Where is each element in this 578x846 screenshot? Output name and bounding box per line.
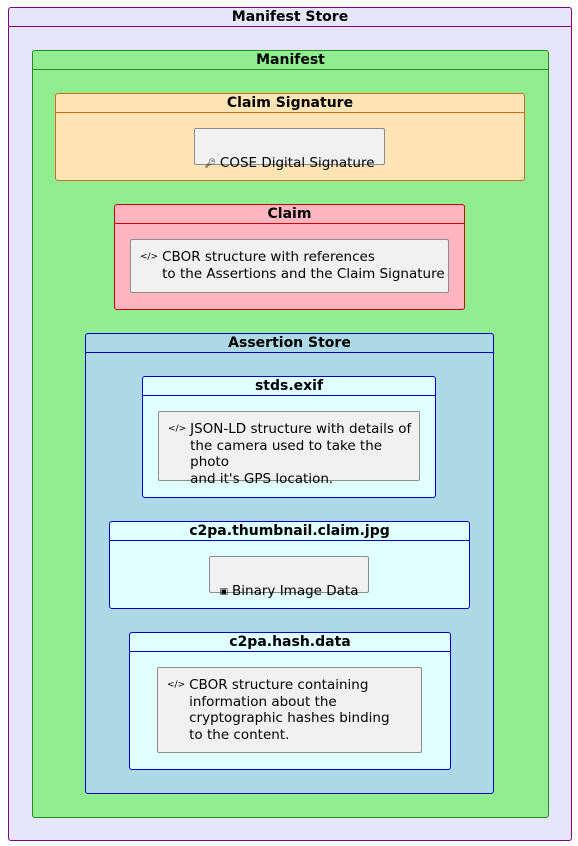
hash-data-title: c2pa.hash.data [130, 633, 450, 652]
code-icon: </> [167, 680, 186, 690]
claim-note-text: CBOR structure with references to the As… [162, 249, 445, 282]
assertion-store-title: Assertion Store [86, 334, 493, 353]
claim-note: </>CBOR structure with references to the… [130, 239, 449, 293]
code-icon: </> [140, 252, 159, 262]
stds-exif-note-text: JSON-LD structure with details of the ca… [190, 421, 412, 487]
stds-exif-title: stds.exif [143, 377, 435, 396]
hash-data-note-text: CBOR structure containing information ab… [189, 677, 390, 743]
image-icon: ▣ [219, 586, 229, 597]
claim-signature-note-text: COSE Digital Signature [219, 154, 375, 171]
stds-exif-note: </>JSON-LD structure with details of the… [158, 411, 420, 487]
manifest-title: Manifest [33, 51, 548, 70]
thumbnail-title: c2pa.thumbnail.claim.jpg [110, 522, 469, 541]
key-icon: 🔑︎ [204, 158, 216, 169]
thumbnail-note-text: Binary Image Data [232, 582, 359, 599]
thumbnail-note: ▣Binary Image Data [209, 556, 369, 599]
hash-data-note: </>CBOR structure containing information… [157, 667, 422, 753]
manifest-store-title: Manifest Store [9, 8, 571, 27]
claim-signature-note: 🔑︎COSE Digital Signature [194, 128, 385, 171]
code-icon: </> [168, 424, 187, 434]
claim-signature-title: Claim Signature [56, 94, 524, 113]
claim-signature-box: Claim Signature [55, 93, 525, 181]
claim-title: Claim [115, 205, 464, 224]
